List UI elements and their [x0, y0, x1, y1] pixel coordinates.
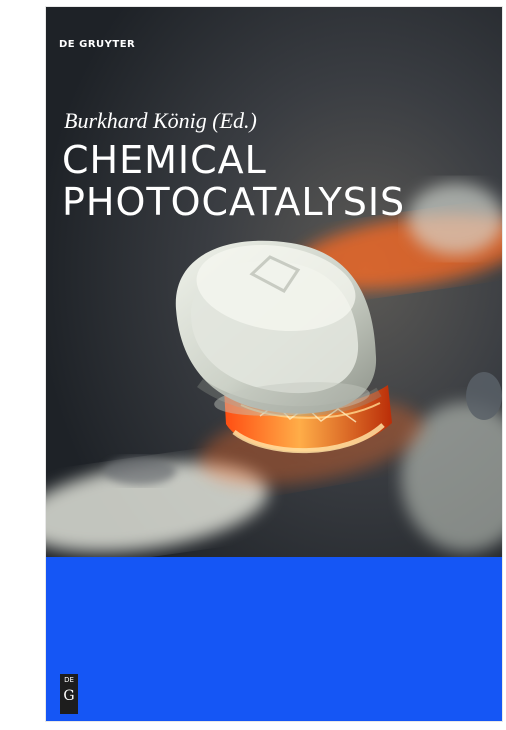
logo-text-bottom: G: [63, 688, 75, 704]
vial-illustration: [46, 7, 502, 557]
logo-text-top: DE: [64, 676, 74, 684]
cover-photo: [46, 7, 502, 557]
book-title-line-1: CHEMICAL: [62, 138, 267, 182]
publisher-name: DE GRUYTER: [59, 39, 136, 50]
book-title-line-2: PHOTOCATALYSIS: [62, 180, 406, 224]
book-cover: DE GRUYTER Burkhard König (Ed.) CHEMICAL…: [46, 7, 502, 721]
publisher-logo: DE G: [60, 674, 78, 714]
editor-name: Burkhard König (Ed.): [64, 108, 257, 133]
